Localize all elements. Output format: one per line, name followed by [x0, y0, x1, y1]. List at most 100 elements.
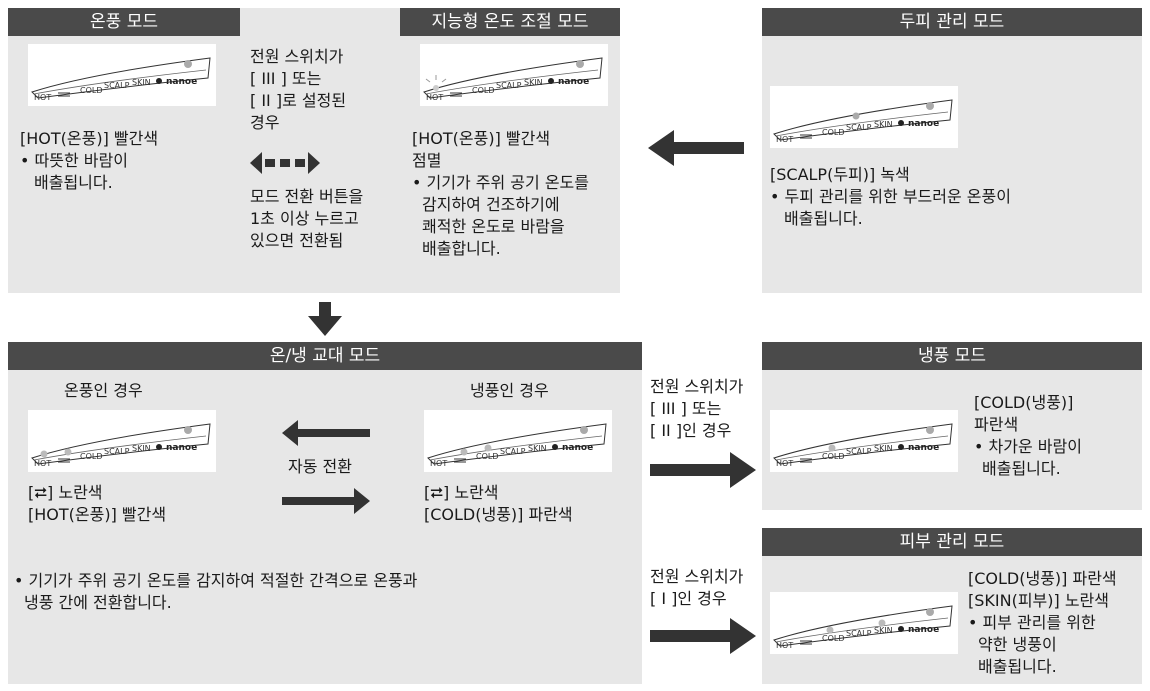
warm-line-3: 배출됩니다.	[34, 173, 113, 192]
cool-switch-line-1: 전원 스위치가	[650, 377, 744, 396]
scalp-mode-panel	[762, 8, 1142, 293]
svg-text:nanoe: nanoe	[166, 443, 197, 453]
svg-text:COLD: COLD	[822, 452, 845, 461]
svg-text:SKIN: SKIN	[874, 444, 893, 453]
alternate-cool-indicator: HOT COLD SCALP SKIN nanoe	[424, 410, 612, 472]
warm-mode-title: 온풍 모드	[8, 8, 240, 36]
switch-line-4: 경우	[250, 113, 280, 132]
svg-text:COLD: COLD	[822, 634, 845, 643]
alt-cool-line-2: [COLD(냉풍)] 파란색	[424, 505, 573, 524]
scalp-line-1: [SCALP(두피)] 녹색	[770, 165, 910, 184]
switch-line-1: 전원 스위치가	[250, 47, 344, 66]
svg-text:COLD: COLD	[472, 86, 495, 95]
cold-label: COLD	[80, 86, 103, 95]
down-arrow-icon	[308, 302, 342, 336]
cool-case-label: 냉풍인 경우	[470, 381, 549, 400]
svg-text:nanoe: nanoe	[562, 443, 593, 453]
svg-text:nanoe: nanoe	[908, 625, 939, 635]
scalp-mode-indicator: HOT COLD SCALP SKIN nanoe	[770, 86, 958, 148]
double-arrow-icon	[250, 152, 320, 174]
switch-note-cool: 전원 스위치가 [ III ] 또는 [ II ]인 경우	[650, 376, 743, 442]
switch-note-panel	[240, 8, 400, 293]
skin-switch-line-2: [ I ]인 경우	[650, 589, 727, 608]
scalp-line-3: 배출됩니다.	[784, 209, 863, 228]
svg-text:SCALP: SCALP	[500, 447, 526, 456]
svg-text:nanoe: nanoe	[908, 119, 939, 129]
svg-text:HOT: HOT	[34, 459, 51, 468]
skin-mode-title: 피부 관리 모드	[762, 528, 1142, 556]
svg-text:SKIN: SKIN	[874, 626, 893, 635]
left-arrow-icon	[648, 130, 744, 166]
cool-line-4: 배출됩니다.	[982, 459, 1061, 478]
cool-line-2: 파란색	[974, 415, 1019, 434]
scalp-label: SCALP	[104, 81, 130, 90]
skin-line-2: [SKIN(피부)] 노란색	[968, 591, 1109, 610]
switch-note-text: 전원 스위치가 [ III ] 또는 [ II ]로 설정된 경우	[250, 46, 346, 134]
hot-label: HOT	[34, 93, 51, 102]
cool-mode-desc: [COLD(냉풍)] 파란색 • 차가운 바람이 배출됩니다.	[974, 392, 1082, 480]
smart-line-1: [HOT(온풍)] 빨간색	[412, 129, 551, 148]
skin-line-1: [COLD(냉풍)] 파란색	[968, 569, 1117, 588]
alt-warm-line-1: [⮂] 노란색	[28, 483, 103, 502]
scalp-mode-desc: [SCALP(두피)] 녹색 • 두피 관리를 위한 부드러운 온풍이 배출됩니…	[770, 164, 1011, 230]
svg-text:SCALP: SCALP	[104, 447, 130, 456]
cool-switch-line-3: [ II ]인 경우	[650, 421, 732, 440]
svg-text:HOT: HOT	[426, 93, 443, 102]
cool-line-3: • 차가운 바람이	[974, 437, 1082, 456]
switch-line-2: [ III ] 또는	[250, 69, 322, 88]
alternate-warm-desc: [⮂] 노란색 [HOT(온풍)] 빨간색	[28, 482, 166, 526]
right-arrow-skin-icon	[650, 618, 756, 654]
cool-mode-title: 냉풍 모드	[762, 342, 1142, 370]
switch-note-skin: 전원 스위치가 [ I ]인 경우	[650, 566, 743, 610]
svg-text:SKIN: SKIN	[528, 444, 547, 453]
toggle-note-text: 모드 전환 버튼을 1초 이상 누르고 있으면 전환됨	[250, 186, 363, 252]
alt-warm-line-2: [HOT(온풍)] 빨간색	[28, 505, 167, 524]
scalp-line-2: • 두피 관리를 위한 부드러운 온풍이	[770, 187, 1011, 206]
smart-line-2: 점멸	[412, 151, 442, 170]
skin-mode-indicator: HOT COLD SCALP SKIN nanoe	[770, 592, 958, 654]
svg-text:HOT: HOT	[776, 459, 793, 468]
svg-text:nanoe: nanoe	[908, 443, 939, 453]
alternate-mode-panel	[8, 342, 642, 684]
right-small-arrow-icon	[282, 488, 370, 514]
cool-mode-indicator: HOT COLD SCALP SKIN nanoe	[770, 410, 958, 472]
skin-line-4: 약한 냉풍이	[978, 635, 1057, 654]
alternate-bottom-desc: • 기기가 주위 공기 온도를 감지하여 적절한 간격으로 온풍과 냉풍 간에 …	[14, 570, 417, 614]
nanoe-label: nanoe	[166, 77, 197, 87]
cool-switch-line-2: [ III ] 또는	[650, 399, 722, 418]
alternate-mode-title: 온/냉 교대 모드	[8, 342, 642, 370]
smart-mode-indicator: HOT COLD SCALP SKIN nanoe	[420, 44, 608, 106]
warm-line-1: [HOT(온풍)] 빨간색	[20, 129, 159, 148]
smart-mode-title: 지능형 온도 조절 모드	[400, 8, 620, 36]
svg-text:HOT: HOT	[430, 459, 447, 468]
cool-line-1: [COLD(냉풍)]	[974, 393, 1074, 412]
auto-switch-label: 자동 전환	[288, 457, 352, 476]
toggle-line-3: 있으면 전환됨	[250, 231, 344, 250]
smart-line-5: 쾌적한 온도로 바람을	[422, 217, 565, 236]
toggle-line-1: 모드 전환 버튼을	[250, 187, 364, 206]
skin-line-5: 배출됩니다.	[978, 657, 1057, 676]
skin-line-3: • 피부 관리를 위한	[968, 613, 1096, 632]
warm-mode-desc: [HOT(온풍)] 빨간색 • 따뜻한 바람이 배출됩니다.	[20, 128, 158, 194]
smart-line-4: 감지하여 건조하기에	[422, 195, 560, 214]
switch-line-3: [ II ]로 설정된	[250, 91, 347, 110]
svg-text:SKIN: SKIN	[132, 444, 151, 453]
smart-mode-desc: [HOT(온풍)] 빨간색 점멸 • 기기가 주위 공기 온도를 감지하여 건조…	[412, 128, 589, 260]
warm-case-label: 온풍인 경우	[64, 381, 143, 400]
alt-bottom-line-1: • 기기가 주위 공기 온도를 감지하여 적절한 간격으로 온풍과	[14, 571, 418, 590]
svg-text:nanoe: nanoe	[558, 77, 589, 87]
toggle-line-2: 1초 이상 누르고	[250, 209, 359, 228]
skin-switch-line-1: 전원 스위치가	[650, 567, 744, 586]
warm-line-2: • 따뜻한 바람이	[20, 151, 128, 170]
smart-line-3: • 기기가 주위 공기 온도를	[412, 173, 589, 192]
skin-label: SKIN	[132, 78, 151, 87]
alternate-cool-desc: [⮂] 노란색 [COLD(냉풍)] 파란색	[424, 482, 573, 526]
alternate-warm-indicator: HOT COLD SCALP SKIN nanoe	[28, 410, 216, 472]
svg-text:SCALP: SCALP	[846, 447, 872, 456]
svg-text:COLD: COLD	[822, 128, 845, 137]
right-arrow-cool-icon	[650, 452, 756, 488]
svg-text:SCALP: SCALP	[846, 629, 872, 638]
svg-text:SKIN: SKIN	[874, 120, 893, 129]
svg-text:SKIN: SKIN	[524, 78, 543, 87]
alt-bottom-line-2: 냉풍 간에 전환합니다.	[24, 593, 172, 612]
